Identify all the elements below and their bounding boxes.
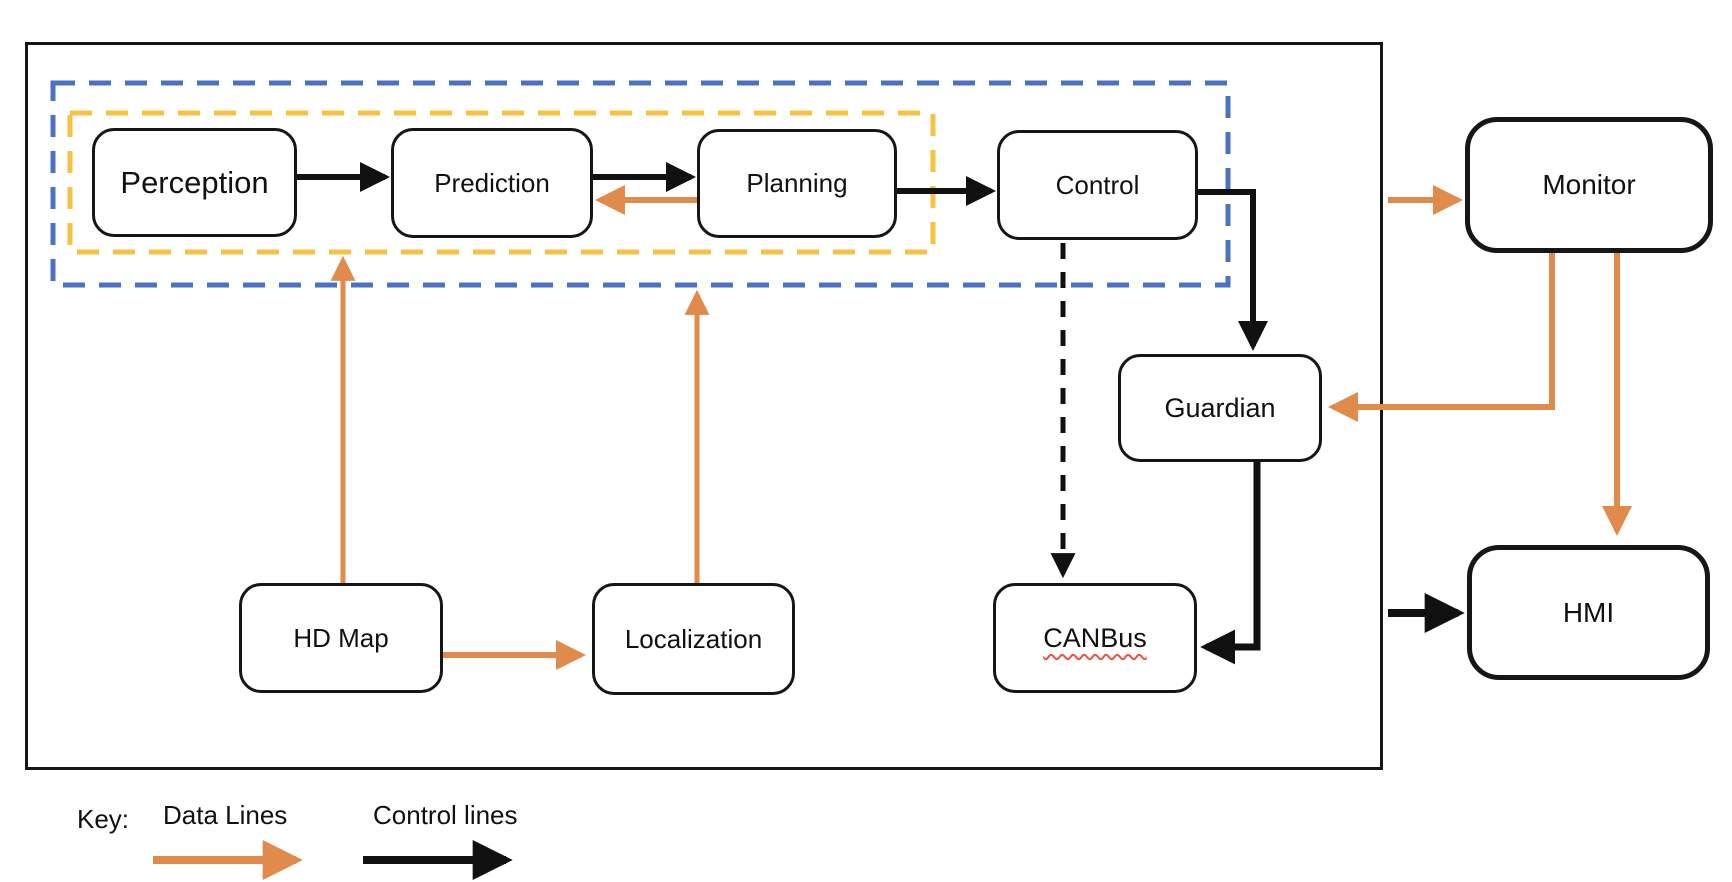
node-prediction-label: Prediction <box>434 167 550 198</box>
node-canbus-label: CANBus <box>1043 622 1147 653</box>
node-control: Control <box>997 130 1198 240</box>
node-monitor: Monitor <box>1465 117 1713 253</box>
node-localization-label: Localization <box>624 623 763 654</box>
node-control-label: Control <box>1055 169 1140 200</box>
node-monitor-label: Monitor <box>1542 169 1636 200</box>
node-hmi-label: HMI <box>1562 596 1615 628</box>
node-prediction: Prediction <box>391 128 593 238</box>
node-planning-label: Planning <box>746 168 848 198</box>
node-canbus: CANBus <box>993 583 1197 693</box>
legend-title: Key: <box>77 804 130 834</box>
node-guardian: Guardian <box>1118 354 1322 462</box>
node-perception-label: Perception <box>120 164 269 200</box>
node-guardian-label: Guardian <box>1164 392 1276 423</box>
node-perception: Perception <box>92 128 297 237</box>
legend-data-lines-label: Data Lines <box>163 800 288 830</box>
node-hd-map: HD Map <box>239 583 443 693</box>
node-hd-map-label: HD Map <box>293 622 389 653</box>
node-planning: Planning <box>697 129 897 238</box>
node-localization: Localization <box>592 583 795 695</box>
legend-control-lines-label: Control lines <box>373 800 518 830</box>
node-hmi: HMI <box>1467 545 1710 680</box>
